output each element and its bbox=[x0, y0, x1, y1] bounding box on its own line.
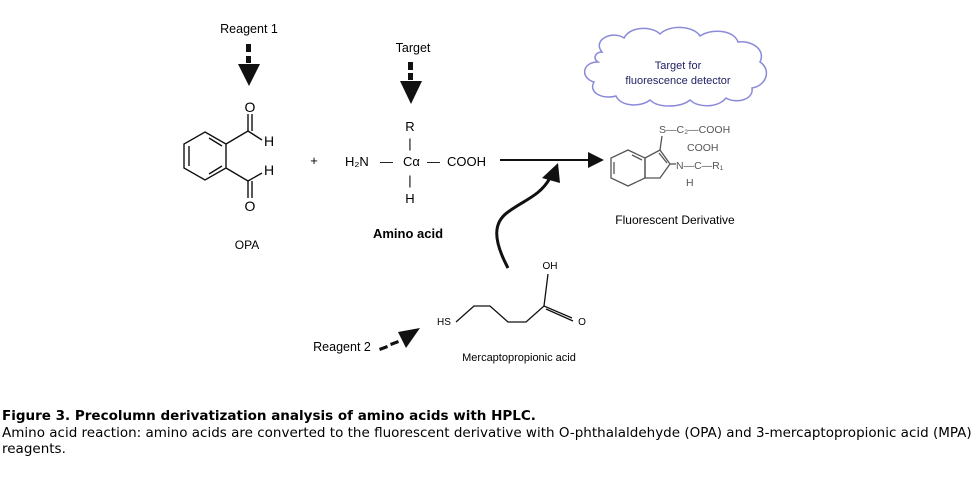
derivative-n-chain: N—C—R₁ bbox=[676, 160, 724, 172]
reagent2-label: Reagent 2 bbox=[313, 340, 371, 354]
derivative-hydrogen: H bbox=[686, 177, 694, 189]
target-label: Target bbox=[396, 41, 431, 55]
derivative-s-chain: S—C₂—COOH bbox=[659, 124, 730, 136]
detector-cloud bbox=[584, 26, 768, 107]
opa-structure bbox=[183, 114, 263, 198]
mpa-structure bbox=[455, 273, 574, 323]
derivative-structure bbox=[610, 135, 676, 187]
reagent2-arrow bbox=[379, 328, 420, 351]
mpa-label: Mercaptopropionic acid bbox=[462, 352, 576, 364]
opa-hydrogen-top: H bbox=[264, 133, 274, 149]
target-arrow bbox=[400, 62, 422, 104]
opa-hydrogen-bottom: H bbox=[264, 162, 274, 178]
amino-acid-label: Amino acid bbox=[373, 226, 443, 241]
opa-oxygen-bottom: O bbox=[245, 198, 256, 214]
cloud-text-line2: fluorescence detector bbox=[625, 75, 731, 87]
reaction-diagram: Reagent 1 O H H O OPA + Target R | H₂N —… bbox=[183, 22, 768, 364]
amino-r-group: R bbox=[405, 119, 414, 134]
cloud-text-line1: Target for bbox=[655, 60, 702, 72]
amino-c-alpha: Cα bbox=[403, 154, 420, 169]
caption-title: Figure 3. Precolumn derivatization analy… bbox=[2, 408, 536, 424]
amino-bond-left: — bbox=[380, 154, 393, 169]
opa-label: OPA bbox=[235, 238, 259, 252]
mpa-oh: OH bbox=[543, 261, 558, 272]
opa-oxygen-top: O bbox=[245, 99, 256, 115]
mpa-hs: HS bbox=[437, 317, 451, 328]
reaction-arrow-head bbox=[588, 152, 604, 168]
reagent1-label: Reagent 1 bbox=[220, 22, 278, 36]
mpa-oxygen: O bbox=[578, 317, 586, 328]
derivative-cooh: COOH bbox=[687, 142, 719, 154]
amino-bond-right: — bbox=[427, 154, 440, 169]
amino-bond-top: | bbox=[408, 136, 411, 151]
reagent1-arrow bbox=[238, 44, 260, 86]
amino-h2n: H₂N bbox=[345, 154, 369, 169]
derivative-label: Fluorescent Derivative bbox=[615, 213, 735, 227]
caption-body: Amino acid reaction: amino acids are con… bbox=[2, 425, 972, 457]
plus-sign: + bbox=[310, 153, 318, 168]
amino-hydrogen: H bbox=[405, 191, 414, 206]
amino-bond-bottom: | bbox=[408, 173, 411, 188]
mpa-curved-arrow bbox=[495, 177, 552, 269]
amino-cooh: COOH bbox=[447, 154, 486, 169]
mpa-curved-arrow-head bbox=[542, 163, 560, 183]
